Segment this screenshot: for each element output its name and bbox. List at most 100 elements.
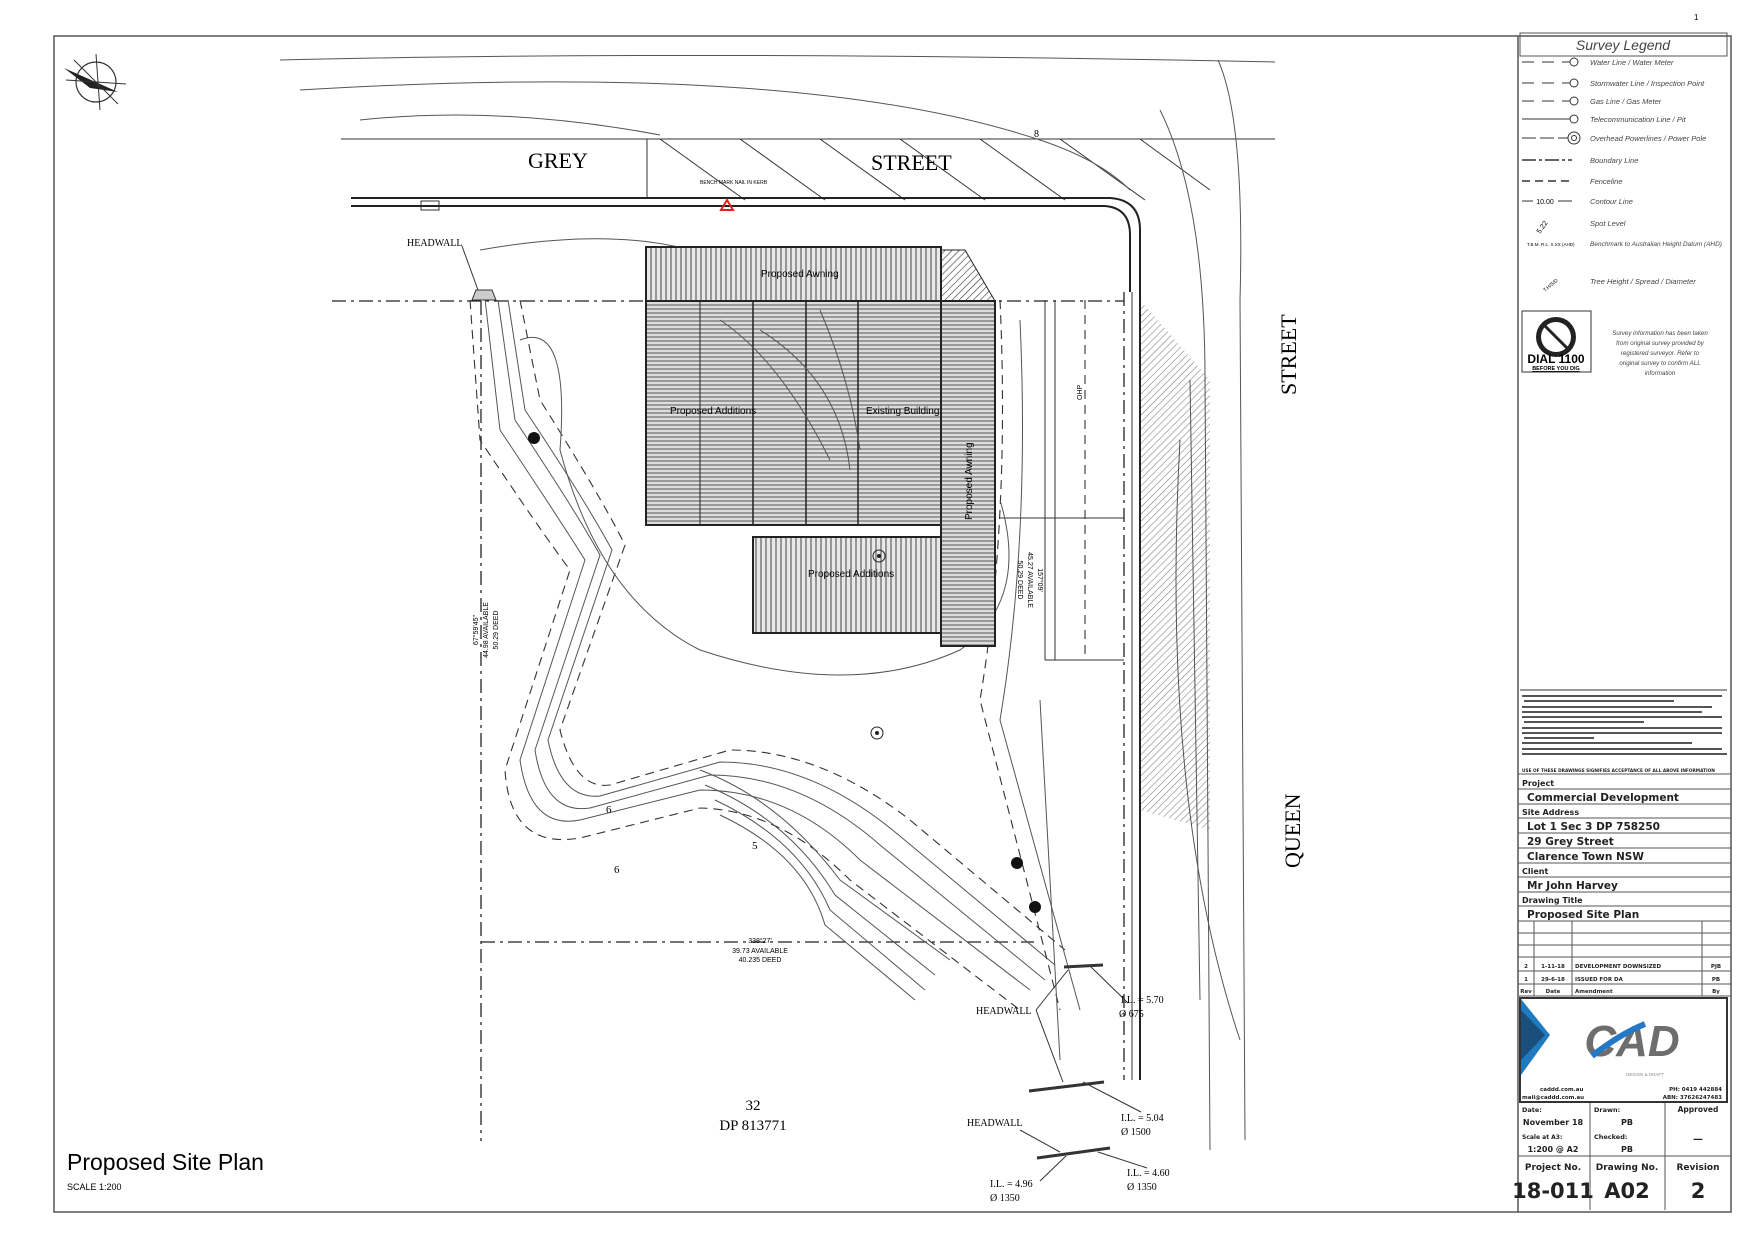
north-arrow-icon <box>64 53 127 111</box>
svg-text:Ø 675: Ø 675 <box>1119 1009 1144 1020</box>
svg-text:Ø 1350: Ø 1350 <box>1127 1182 1157 1193</box>
svg-text:Ø 1500: Ø 1500 <box>1121 1127 1151 1138</box>
svg-text:Drawing No.: Drawing No. <box>1596 1163 1659 1173</box>
building-footprint <box>645 300 942 526</box>
svg-text:from original survey provided: from original survey provided by <box>1616 340 1705 347</box>
dimension-left: 67°59'45" 44.98 AVAILABLE 50.29 DEED <box>472 602 500 658</box>
client-label: Client <box>1522 867 1548 876</box>
svg-text:registered surveyor. Refer to: registered surveyor. Refer to <box>1621 350 1700 357</box>
page-number: 1 <box>1694 13 1699 22</box>
scale-at-a3: 1:200 @ A2 <box>1528 1145 1579 1154</box>
svg-text:Fenceline: Fenceline <box>1590 177 1623 186</box>
headwall-label: HEADWALL <box>976 1006 1032 1017</box>
svg-text:Drawn:: Drawn: <box>1594 1106 1620 1114</box>
proposed-additions-lower <box>752 536 942 634</box>
svg-text:I.L. = 5.70: I.L. = 5.70 <box>1121 995 1164 1006</box>
general-notes <box>1522 695 1727 755</box>
svg-text:DIAL 1100: DIAL 1100 <box>1527 352 1584 366</box>
svg-text:40.235 DEED: 40.235 DEED <box>739 957 782 964</box>
tree-icon <box>528 432 540 444</box>
contour-label: 6 <box>606 804 612 816</box>
client-name: Mr John Harvey <box>1527 880 1618 892</box>
legend-symbols <box>1522 57 1581 202</box>
svg-text:Tree Height / Spread / Diamete: Tree Height / Spread / Diameter <box>1590 277 1696 286</box>
dimension-right: 157°09' 45.27 AVAILABLE 50.29 DEED <box>1016 552 1044 608</box>
svg-text:Spot Level: Spot Level <box>1590 219 1626 228</box>
revision-row: 1 29-6-18 ISSUED FOR DA PB <box>1524 977 1720 983</box>
svg-text:information: information <box>1645 370 1676 377</box>
svg-text:1-11-18: 1-11-18 <box>1541 964 1565 970</box>
legend-contour-symbol: 10.00 <box>1536 199 1554 206</box>
svg-text:67°59'45": 67°59'45" <box>472 614 480 644</box>
svg-text:Gas Line / Gas Meter: Gas Line / Gas Meter <box>1590 97 1662 106</box>
dimension-bottom: 338°27' 39.73 AVAILABLE 40.235 DEED <box>732 937 788 964</box>
svg-text:Contour Line: Contour Line <box>1590 197 1633 206</box>
legend-tree-symbol: T.H/S/D <box>1542 278 1559 294</box>
company-logo-text: CAD <box>1584 1017 1679 1066</box>
svg-text:Scale at A3:: Scale at A3: <box>1522 1134 1562 1141</box>
site-address-line: Lot 1 Sec 3 DP 758250 <box>1527 821 1660 833</box>
svg-text:PB: PB <box>1712 977 1720 983</box>
svg-text:Water Line / Water Meter: Water Line / Water Meter <box>1590 58 1674 67</box>
svg-text:original survey to confirm ALL: original survey to confirm ALL <box>1619 360 1701 367</box>
svg-text:39.73 AVAILABLE: 39.73 AVAILABLE <box>732 948 788 955</box>
svg-text:Project No.: Project No. <box>1525 1163 1581 1173</box>
svg-text:I.L. = 4.96: I.L. = 4.96 <box>990 1179 1033 1190</box>
notes-footer: USE OF THESE DRAWINGS SIGNIFIES ACCEPTAN… <box>1522 768 1715 774</box>
adjacent-lot-number: 32 <box>746 1098 761 1114</box>
label-existing-building: Existing Building <box>866 406 939 417</box>
svg-text:Date:: Date: <box>1522 1106 1542 1114</box>
label-proposed-awning-side: Proposed Awning <box>964 442 975 520</box>
approved-by: — <box>1693 1134 1703 1145</box>
svg-text:157°09': 157°09' <box>1036 568 1044 592</box>
legend-title: Survey Legend <box>1576 37 1671 53</box>
svg-text:Stormwater Line / Inspection P: Stormwater Line / Inspection Point <box>1590 79 1705 88</box>
contour-label: 5 <box>752 840 758 852</box>
adjacent-lot-dp: DP 813771 <box>719 1118 786 1134</box>
project-number: 18-011 <box>1512 1179 1594 1203</box>
bench-mark-icon <box>719 198 735 211</box>
headwall-label: HEADWALL <box>967 1118 1023 1129</box>
svg-text:Revision: Revision <box>1676 1163 1719 1173</box>
drawing-date: November 18 <box>1523 1118 1584 1127</box>
svg-text:Telecommunication Line / Pit: Telecommunication Line / Pit <box>1590 115 1687 124</box>
svg-text:Rev: Rev <box>1520 989 1532 995</box>
svg-text:2: 2 <box>1524 964 1528 970</box>
company-web: caddd.com.au <box>1540 1087 1583 1093</box>
svg-text:50.29 DEED: 50.29 DEED <box>493 611 500 650</box>
proposed-awning-area <box>645 246 942 302</box>
company-phone: PH: 0419 442884 <box>1669 1087 1722 1093</box>
svg-text:By: By <box>1712 989 1720 995</box>
proposed-awning-side <box>940 300 996 647</box>
project-name: Commercial Development <box>1527 792 1679 804</box>
svg-text:1: 1 <box>1524 977 1528 983</box>
pipes <box>461 245 1148 1182</box>
svg-text:DEVELOPMENT DOWNSIZED: DEVELOPMENT DOWNSIZED <box>1575 964 1662 970</box>
revision-number: 2 <box>1691 1179 1706 1203</box>
street-name-grey-street: STREET <box>871 150 952 175</box>
revision-table: 2 1-11-18 DEVELOPMENT DOWNSIZED PJB 1 29… <box>1520 964 1721 995</box>
drawing-title-value: Proposed Site Plan <box>1527 909 1639 921</box>
grey-street <box>279 54 1276 292</box>
sheet-border <box>53 35 1732 1213</box>
svg-text:44.98 AVAILABLE: 44.98 AVAILABLE <box>483 602 490 658</box>
site-address-line: Clarence Town NSW <box>1527 851 1644 863</box>
svg-text:Overhead Powerlines / Power Po: Overhead Powerlines / Power Pole <box>1590 134 1706 143</box>
svg-text:Date: Date <box>1546 989 1561 995</box>
tree-icon <box>1029 901 1041 913</box>
svg-text:29-6-18: 29-6-18 <box>1541 977 1565 983</box>
street-name-queen: QUEEN <box>1280 793 1305 868</box>
survey-note: Survey information has been taken from o… <box>1612 330 1708 377</box>
svg-text:Amendment: Amendment <box>1575 989 1613 995</box>
legend-labels: Water Line / Water Meter Stormwater Line… <box>1590 58 1722 286</box>
svg-text:50.29 DEED: 50.29 DEED <box>1016 561 1023 600</box>
svg-text:45.27 AVAILABLE: 45.27 AVAILABLE <box>1026 552 1033 608</box>
revision-header: Rev Date Amendment By <box>1520 989 1720 995</box>
svg-text:Survey information has been ta: Survey information has been taken <box>1612 330 1708 337</box>
queen-street <box>1131 59 1246 1151</box>
drawing-scale: SCALE 1:200 <box>67 1182 122 1192</box>
street-name-grey: GREY <box>528 148 588 173</box>
contour-label: 8 <box>1034 129 1039 140</box>
site-address-label: Site Address <box>1522 808 1579 817</box>
power-pole-icon <box>870 726 884 740</box>
